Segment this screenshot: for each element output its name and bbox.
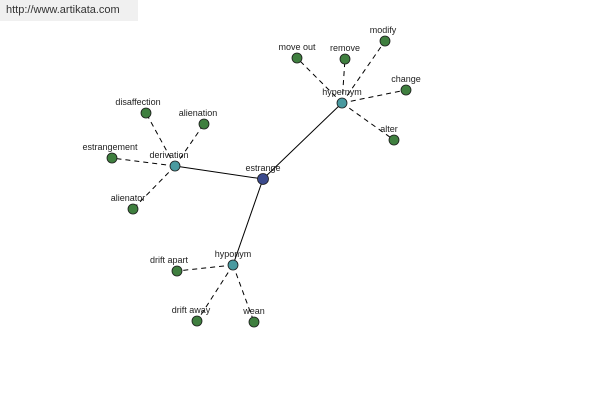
- node-move-out[interactable]: [291, 52, 303, 64]
- label-derivation: derivation: [149, 150, 188, 160]
- edge-root-hypernym: [262, 102, 343, 180]
- label-hyponym: hyponym: [215, 249, 252, 259]
- edge-hypernym-modify: [341, 40, 386, 104]
- node-hypernym[interactable]: [336, 97, 348, 109]
- edge-hypernym-move-out: [296, 57, 343, 104]
- label-wean: wean: [242, 306, 265, 316]
- edge-hyponym-wean: [232, 264, 255, 323]
- edge-root-hyponym: [232, 178, 264, 266]
- node-alienator[interactable]: [127, 203, 139, 215]
- node-alienation[interactable]: [198, 118, 210, 130]
- label-root: estrange: [245, 163, 280, 173]
- label-remove: remove: [330, 43, 360, 53]
- edge-hyponym-drift-away: [196, 264, 234, 322]
- node-wean[interactable]: [248, 316, 260, 328]
- nodes: [106, 35, 412, 328]
- labels: move out remove modify change alter disaffect…: [82, 25, 420, 316]
- node-change[interactable]: [400, 84, 412, 96]
- edge-root-derivation: [174, 165, 264, 180]
- label-modify: modify: [370, 25, 397, 35]
- node-derivation[interactable]: [169, 160, 181, 172]
- edges: [111, 40, 407, 323]
- edge-derivation-estrangement: [111, 157, 176, 167]
- edge-derivation-alienator: [132, 165, 176, 210]
- node-drift-apart[interactable]: [171, 265, 183, 277]
- label-change: change: [391, 74, 421, 84]
- label-alienator: alienator: [111, 193, 146, 203]
- node-modify[interactable]: [379, 35, 391, 47]
- node-hyponym[interactable]: [227, 259, 239, 271]
- node-drift-away[interactable]: [191, 315, 203, 327]
- label-disaffection: disaffection: [115, 97, 160, 107]
- node-estrangement[interactable]: [106, 152, 118, 164]
- edge-hyponym-drift-apart: [176, 264, 234, 272]
- label-drift-apart: drift apart: [150, 255, 189, 265]
- label-estrangement: estrangement: [82, 142, 138, 152]
- node-alter[interactable]: [388, 134, 400, 146]
- edge-hypernym-change: [341, 89, 407, 104]
- label-alienation: alienation: [179, 108, 218, 118]
- node-disaffection[interactable]: [140, 107, 152, 119]
- label-alter: alter: [380, 124, 398, 134]
- node-root[interactable]: [257, 173, 269, 185]
- node-remove[interactable]: [339, 53, 351, 65]
- label-move-out: move out: [278, 42, 316, 52]
- edge-hypernym-alter: [341, 102, 395, 141]
- watermark-url: http://www.artikata.com: [0, 0, 138, 21]
- edge-hypernym-remove: [341, 58, 346, 104]
- label-drift-away: drift away: [172, 305, 211, 315]
- label-hypernym: hypernym: [322, 87, 362, 97]
- edge-derivation-disaffection: [145, 112, 176, 167]
